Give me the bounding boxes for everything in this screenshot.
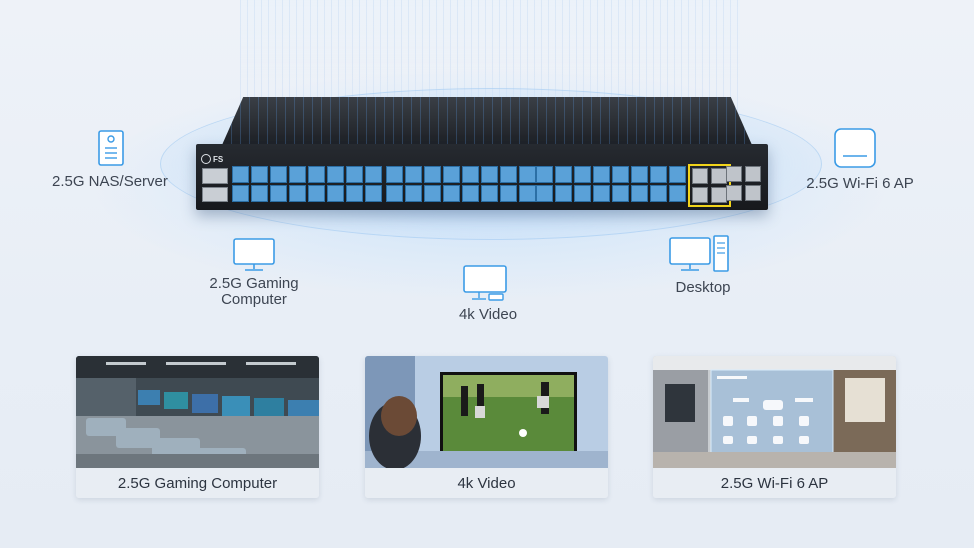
- rj45-port: [289, 166, 306, 183]
- rj45-port: [462, 166, 479, 183]
- management-ports: [202, 168, 228, 202]
- gaming-label-line1: 2.5G Gaming: [209, 275, 299, 292]
- rj45-port: [481, 185, 498, 202]
- node-nas-server: 2.5G NAS/Server: [52, 130, 168, 190]
- port-group-1: [232, 166, 382, 202]
- rj45-port: [386, 185, 403, 202]
- fs-logo: FS: [201, 154, 223, 164]
- rj45-port: [346, 185, 363, 202]
- rj45-port: [232, 166, 249, 183]
- rj45-port: [308, 185, 325, 202]
- rj45-port: [327, 166, 344, 183]
- rj45-port: [555, 185, 572, 202]
- desktop-pc-icon: [668, 234, 744, 274]
- network-switch: FS: [196, 144, 768, 210]
- rj45-port: [346, 166, 363, 183]
- rj45-port: [443, 185, 460, 202]
- rj45-port: [424, 166, 441, 183]
- rj45-port: [481, 166, 498, 183]
- rj45-port: [251, 185, 268, 202]
- football-tv-photo: [365, 356, 608, 470]
- rj45-port: [462, 185, 479, 202]
- rj45-port: [593, 185, 610, 202]
- rj45-port: [443, 166, 460, 183]
- rj45-port: [251, 166, 268, 183]
- rj45-port: [270, 166, 287, 183]
- switch-chassis-top: [222, 97, 752, 145]
- rj45-port: [386, 166, 403, 183]
- rj45-port: [519, 185, 536, 202]
- rj45-port: [308, 166, 325, 183]
- video-label: 4k Video: [458, 306, 518, 323]
- card-video-caption: 4k Video: [365, 468, 608, 498]
- rj45-port: [612, 185, 629, 202]
- rj45-port: [289, 185, 306, 202]
- rj45-port: [500, 166, 517, 183]
- card-gaming-caption: 2.5G Gaming Computer: [76, 468, 319, 498]
- rj45-port: [593, 166, 610, 183]
- rj45-port: [631, 185, 648, 202]
- port-group-3: [536, 166, 686, 202]
- node-4k-video: 4k Video: [450, 264, 526, 323]
- card-wifi-caption: 2.5G Wi-Fi 6 AP: [653, 468, 896, 498]
- rj45-port: [327, 185, 344, 202]
- rj45-port: [519, 166, 536, 183]
- port-group-2: [386, 166, 536, 202]
- card-gaming: 2.5G Gaming Computer: [76, 356, 319, 498]
- rj45-port: [574, 166, 591, 183]
- gaming-cafe-photo: [76, 356, 319, 468]
- card-video: 4k Video: [365, 356, 608, 498]
- rj45-port: [612, 166, 629, 183]
- server-icon: [97, 130, 168, 166]
- rj45-port: [536, 185, 553, 202]
- rj45-port: [536, 166, 553, 183]
- desktop-label: Desktop: [675, 279, 731, 296]
- rj45-port: [405, 166, 422, 183]
- rj45-port: [365, 185, 382, 202]
- node-gaming-computer: 2.5G Gaming Computer: [200, 237, 308, 308]
- rj45-port: [232, 185, 249, 202]
- rj45-port: [650, 166, 667, 183]
- rj45-port: [270, 185, 287, 202]
- rj45-port: [555, 166, 572, 183]
- tv-icon: [462, 264, 526, 302]
- rj45-port: [631, 166, 648, 183]
- node-wifi-ap: 2.5G Wi-Fi 6 AP: [806, 127, 914, 192]
- rj45-port: [500, 185, 517, 202]
- access-point-icon: [833, 127, 914, 169]
- sfp-uplink-ports: [724, 164, 763, 203]
- rj45-port: [405, 185, 422, 202]
- rj45-port: [669, 166, 686, 183]
- nas-label: 2.5G NAS/Server: [52, 173, 168, 190]
- smart-room-photo: [653, 356, 896, 469]
- rj45-port: [424, 185, 441, 202]
- rj45-port: [574, 185, 591, 202]
- node-desktop: Desktop: [668, 234, 744, 296]
- rj45-port: [650, 185, 667, 202]
- gaming-label-line2: Computer: [221, 291, 287, 308]
- wifi-label: 2.5G Wi-Fi 6 AP: [806, 175, 914, 192]
- monitor-icon: [232, 237, 308, 273]
- rj45-port: [365, 166, 382, 183]
- rj45-port: [669, 185, 686, 202]
- card-wifi: 2.5G Wi-Fi 6 AP: [653, 356, 896, 498]
